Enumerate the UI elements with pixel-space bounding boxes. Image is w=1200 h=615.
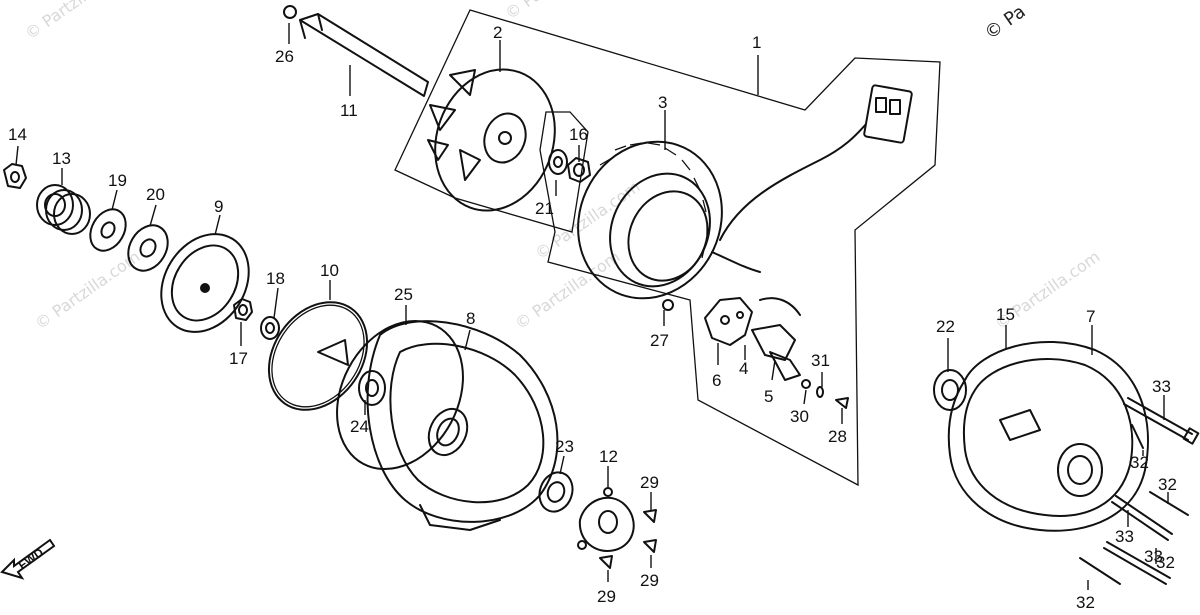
callout-13: 13 [52,149,71,168]
washer-19 [89,208,127,252]
callout-6: 6 [712,371,721,390]
callout-17: 17 [229,349,248,368]
callout-14: 14 [8,125,27,144]
left-parts [3,163,280,340]
callout-33c: 33 [1144,547,1163,566]
rotor-shaft [283,5,429,97]
spring-13 [36,184,91,235]
copyright-notice: © Pa [981,1,1030,44]
callout-25: 25 [394,285,413,304]
watermark-layer: © Partzilla.com © Partzilla.com © Partzi… [21,0,1103,333]
callout-32b: 32 [1158,475,1177,494]
callout-20: 20 [146,185,165,204]
assembly-1-outline [394,9,941,487]
callout-28: 28 [828,427,847,446]
washer-20 [127,224,169,272]
callout-12: 12 [599,447,618,466]
callout-32c: 32 [1156,553,1175,572]
fwd-arrow: FWD [0,538,56,580]
leader-lines [15,23,1169,590]
callout-2: 2 [493,23,502,42]
pin-31 [816,386,824,398]
callout-10: 10 [320,261,339,280]
oil-seal-22 [933,369,967,411]
cover-7 [933,341,1149,532]
o-ring-25 [336,319,464,471]
callout-8: 8 [466,309,475,328]
callout-29c: 29 [597,587,616,606]
callout-33b: 33 [1115,527,1134,546]
nut-17 [233,298,253,321]
bolts [1079,397,1200,585]
callout-4: 4 [739,359,748,378]
watermark: © Partzilla.com [31,247,143,333]
callout-15: 15 [996,305,1015,324]
screw-29c [599,555,613,569]
gasket-10 [267,301,369,411]
washer-30 [801,379,811,389]
callout-32d: 32 [1076,593,1095,612]
callout-27: 27 [650,331,669,350]
callout-24: 24 [350,417,369,436]
rotor [427,68,556,212]
callout-19: 19 [108,171,127,190]
watermark: © Partzilla.com [21,0,133,43]
callouts: 1 2 3 4 5 6 7 8 9 10 11 12 13 14 15 16 1… [8,23,1177,612]
nut-14 [3,163,27,189]
screw-29a [643,509,657,523]
screw-29b [643,539,657,553]
callout-31: 31 [811,351,830,370]
callout-1: 1 [752,33,761,52]
plate-9 [160,233,250,333]
callout-22: 22 [936,317,955,336]
bolt-27 [662,299,674,311]
callout-3: 3 [658,93,667,112]
plate-12 [577,487,635,552]
callout-32a: 32 [1130,453,1149,472]
callout-23: 23 [555,437,574,456]
callout-26: 26 [275,47,294,66]
bearing-23 [538,471,574,513]
callout-33a: 33 [1152,377,1171,396]
callout-21: 21 [535,199,554,218]
screw-28 [835,397,849,409]
callout-29b: 29 [640,571,659,590]
washer-18 [260,316,280,340]
callout-9: 9 [214,197,223,216]
watermark: © Partzilla.com [511,247,623,333]
callout-18: 18 [266,269,285,288]
pulse-generator [704,297,801,381]
callout-11: 11 [340,101,358,120]
washer-and-nut [548,149,591,183]
callout-29a: 29 [640,473,659,492]
callout-30: 30 [790,407,809,426]
watermark: © Partzilla.com [501,0,613,23]
callout-16: 16 [569,125,588,144]
callout-7: 7 [1086,307,1095,326]
cover-8 [336,319,559,531]
stator [577,84,913,300]
callout-5: 5 [764,387,773,406]
